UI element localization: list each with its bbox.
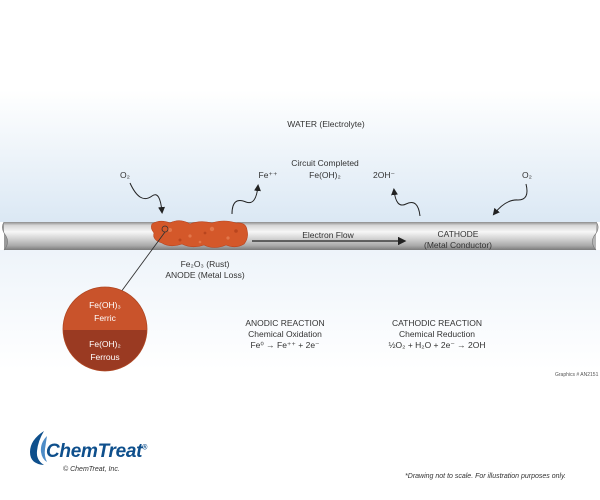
ferric-name: Ferric bbox=[94, 313, 116, 323]
water-drop-icon bbox=[30, 431, 47, 465]
curved-arrow-icon bbox=[129, 182, 166, 214]
ferric-formula: Fe(OH)₃ bbox=[89, 300, 121, 310]
anodic-reaction-type: Chemical Oxidation bbox=[248, 329, 322, 339]
hydroxide-label: 2OH⁻ bbox=[373, 170, 395, 180]
brand-name: ChemTreat bbox=[46, 441, 143, 462]
oxygen-label-right: O₂ bbox=[522, 170, 532, 180]
cathodic-equation: ½O₂ + H₂O + 2e⁻ → 2OH bbox=[388, 340, 486, 350]
curved-arrow-icon bbox=[492, 183, 528, 216]
ferrous-name: Ferrous bbox=[90, 352, 120, 362]
ferrous-hydroxide-label: Fe(OH)₂ bbox=[309, 170, 341, 180]
copyright-text: © ChemTreat, Inc. bbox=[63, 466, 120, 473]
trademark-mark: ® bbox=[142, 444, 148, 452]
anodic-equation: Fe⁰ → Fe⁺⁺ + 2e⁻ bbox=[250, 340, 320, 350]
cathodic-reaction-title: CATHODIC REACTION bbox=[391, 318, 483, 328]
ferrous-ion-label: Fe⁺⁺ bbox=[258, 170, 278, 180]
cathode-label: CATHODE bbox=[437, 229, 479, 239]
oxygen-label-left: O₂ bbox=[120, 170, 130, 180]
water-region bbox=[0, 90, 600, 222]
cathode-subtitle: (Metal Conductor) bbox=[423, 240, 493, 250]
magnifier-line bbox=[117, 231, 166, 297]
pipe bbox=[2, 221, 599, 251]
cathodic-reaction-type: Chemical Reduction bbox=[398, 329, 476, 339]
rust-label: Fe₂O₃ (Rust) bbox=[180, 259, 230, 269]
ferrous-formula: Fe(OH)₂ bbox=[89, 339, 121, 349]
circuit-completed-label: Circuit Completed bbox=[291, 158, 359, 168]
graphics-id: Graphics # AN2151 bbox=[555, 372, 599, 378]
anode-label: ANODE (Metal Loss) bbox=[165, 270, 245, 280]
disclaimer-note: *Drawing not to scale. For illustration … bbox=[405, 473, 566, 480]
curved-arrow-icon bbox=[391, 188, 421, 217]
curved-arrow-icon bbox=[231, 184, 261, 215]
electron-flow-label: Electron Flow bbox=[302, 230, 354, 240]
water-label: WATER (Electrolyte) bbox=[287, 119, 365, 129]
brand-logo: ChemTreat® bbox=[46, 441, 147, 463]
anodic-reaction-title: ANODIC REACTION bbox=[245, 318, 325, 328]
rust-patch bbox=[151, 220, 248, 248]
